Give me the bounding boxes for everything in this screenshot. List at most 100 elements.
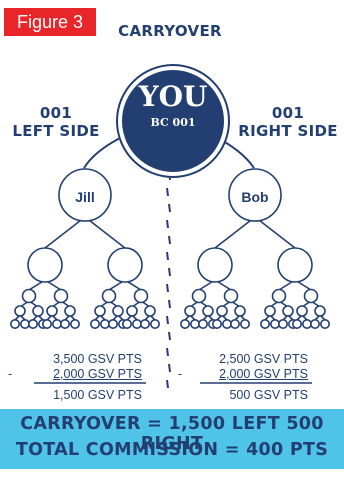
- right-downline-node: [184, 305, 196, 317]
- right-downline-node: [301, 318, 312, 329]
- right-downline-node: [223, 288, 239, 304]
- center-divider-dash: [168, 363, 171, 373]
- tree-link: [214, 216, 256, 249]
- right-downline-node: [180, 318, 191, 329]
- right-downline-node: [259, 318, 270, 329]
- right-downline-node: [216, 305, 228, 317]
- left-downline-node: [100, 318, 111, 329]
- right-member-name: Bob: [241, 189, 269, 205]
- right-subtract: 2,000 GSV PTS: [219, 367, 308, 381]
- right-downline-node: [197, 247, 233, 283]
- diagram-title: CARRYOVER: [118, 22, 222, 40]
- left-downline-node: [70, 318, 81, 329]
- left-downline-node: [27, 247, 63, 283]
- right-side-text: RIGHT SIDE: [238, 122, 338, 140]
- right-minus: -: [178, 367, 183, 381]
- left-member-node: [58, 168, 112, 222]
- right-result: 500 GSV PTS: [229, 388, 308, 402]
- left-side-text: LEFT SIDE: [12, 122, 100, 140]
- right-downline-node: [198, 318, 209, 329]
- center-divider-dash: [166, 219, 169, 229]
- left-downline-node: [51, 318, 62, 329]
- commission-summary: TOTAL COMMISSION = 400 PTS: [15, 440, 329, 460]
- left-downline-node: [140, 318, 151, 329]
- center-divider-dash: [168, 299, 171, 309]
- right-downline-node: [277, 247, 313, 283]
- tree-link: [84, 216, 126, 249]
- center-divider-dash: [168, 203, 171, 213]
- left-downline-node: [14, 305, 26, 317]
- tree-link: [254, 216, 296, 249]
- left-subtract: 2,000 GSV PTS: [53, 367, 142, 381]
- you-code: BC 001: [150, 116, 196, 129]
- right-downline-node: [296, 305, 308, 317]
- left-downline-node: [150, 318, 161, 329]
- right-downline-node: [314, 305, 326, 317]
- right-downline-node: [212, 318, 223, 329]
- right-downline-node: [230, 318, 241, 329]
- left-downline-node: [19, 318, 30, 329]
- center-divider-dash: [168, 235, 171, 245]
- left-downline-node: [108, 318, 119, 329]
- figure-badge: Figure 3: [4, 8, 96, 36]
- center-divider-dash: [166, 283, 169, 293]
- left-total: 3,500 GSV PTS: [53, 352, 142, 366]
- left-downline-node: [53, 288, 69, 304]
- left-downline-node: [101, 288, 117, 304]
- left-downline-node: [64, 305, 76, 317]
- right-downline-node: [234, 305, 246, 317]
- right-downline-node: [269, 318, 280, 329]
- right-downline-node: [309, 318, 320, 329]
- right-downline-node: [190, 318, 201, 329]
- right-downline-node: [264, 305, 276, 317]
- left-downline-node: [21, 288, 37, 304]
- right-downline-node: [319, 318, 330, 329]
- right-downline-node: [202, 305, 214, 317]
- right-side-label: 001 RIGHT SIDE: [236, 104, 340, 140]
- center-divider-dash: [166, 315, 169, 325]
- left-downline-node: [59, 318, 70, 329]
- left-downline-node: [107, 247, 143, 283]
- left-result: 1,500 GSV PTS: [53, 388, 142, 402]
- left-downline-node: [132, 318, 143, 329]
- right-downline-node: [191, 288, 207, 304]
- right-total: 2,500 GSV PTS: [219, 352, 308, 366]
- center-divider-dash: [166, 251, 169, 261]
- right-member-node: [228, 168, 282, 222]
- left-downline-node: [144, 305, 156, 317]
- right-downline-node: [277, 318, 288, 329]
- left-downline-node: [90, 318, 101, 329]
- right-side-code: 001: [271, 104, 305, 122]
- right-downline-node: [303, 288, 319, 304]
- center-divider-dash: [168, 331, 171, 341]
- carryover-summary: CARRYOVER = 1,500 LEFT 500 RIGHT: [20, 414, 324, 454]
- center-divider-dash: [166, 187, 169, 197]
- right-downline-node: [291, 318, 302, 329]
- left-downline-node: [122, 318, 133, 329]
- left-side-code: 001: [39, 104, 73, 122]
- left-downline-node: [10, 318, 20, 329]
- left-downline-node: [41, 318, 52, 329]
- left-downline-node: [27, 318, 38, 329]
- center-divider-dash: [166, 379, 169, 389]
- left-side-label: 001 LEFT SIDE: [4, 104, 108, 140]
- right-downline-node: [240, 318, 251, 329]
- left-member-name: Jill: [75, 189, 95, 205]
- tree-link: [44, 216, 86, 249]
- left-downline-node: [32, 305, 44, 317]
- center-divider-dash: [168, 267, 171, 277]
- right-downline-node: [282, 305, 294, 317]
- left-downline-node: [112, 305, 124, 317]
- summary-banner: [0, 409, 344, 469]
- you-node: [118, 66, 228, 176]
- you-label: YOU: [138, 80, 208, 113]
- left-downline-node: [46, 305, 58, 317]
- right-downline-node: [271, 288, 287, 304]
- center-divider-dash: [166, 347, 169, 357]
- left-downline-node: [133, 288, 149, 304]
- right-downline-node: [222, 318, 233, 329]
- left-downline-node: [94, 305, 106, 317]
- left-downline-node: [126, 305, 138, 317]
- left-minus: -: [8, 367, 13, 381]
